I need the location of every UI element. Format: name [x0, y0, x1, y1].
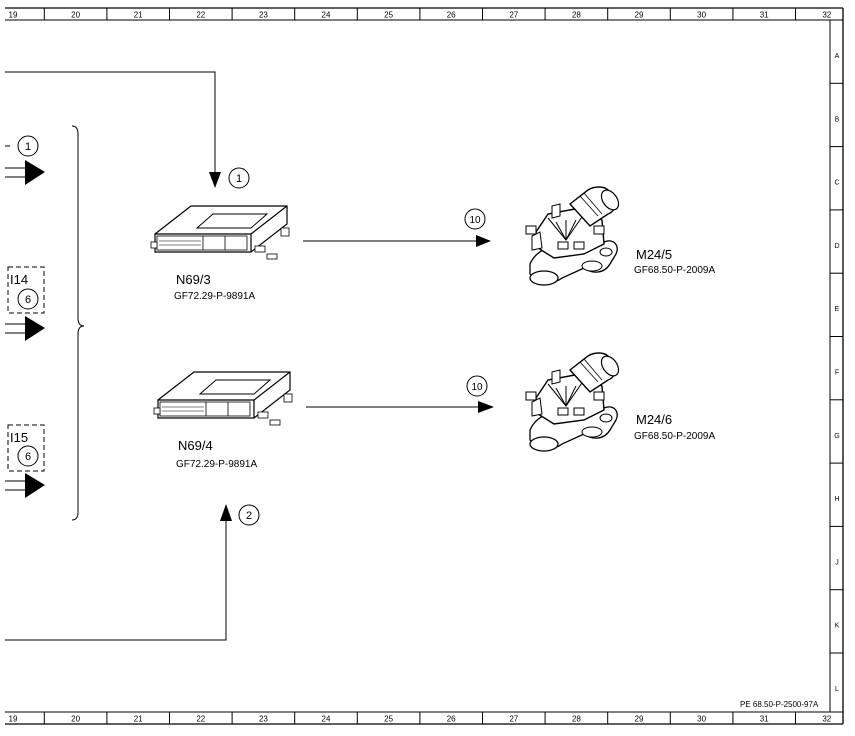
arrow-right-icon — [478, 401, 494, 413]
column-label: 29 — [635, 11, 644, 20]
wiper-motor-m24-6[interactable]: M24/6 GF68.50-P-2009A — [525, 352, 715, 452]
n69-3-input-callout: 1 — [228, 167, 250, 189]
sheet-frame — [5, 7, 844, 725]
n69-4-input-line: 2 — [5, 504, 260, 641]
column-label: 25 — [384, 11, 393, 20]
left-input-i14: I14 6 — [5, 266, 45, 341]
column-label: 28 — [572, 715, 581, 724]
column-label: 32 — [822, 715, 831, 724]
n69-3-id: N69/3 — [176, 272, 211, 287]
left-input-i15: I15 6 — [5, 424, 45, 498]
drawing-number: PE 68.50-P-2500-97A — [740, 700, 819, 709]
column-label: 20 — [71, 715, 80, 724]
arrow-right-icon — [476, 235, 491, 247]
i14-label: I14 — [10, 272, 28, 287]
wiper-motor-m24-5[interactable]: M24/5 GF68.50-P-2009A — [525, 186, 715, 286]
column-label: 24 — [322, 11, 331, 20]
column-label: 25 — [384, 715, 393, 724]
row-label: C — [834, 180, 839, 187]
column-label: 30 — [697, 11, 706, 20]
arrow-right-icon — [25, 316, 45, 341]
column-label: 22 — [196, 11, 205, 20]
left-wiring — [5, 71, 221, 521]
row-label: G — [834, 433, 839, 440]
arrow-down-icon — [209, 172, 221, 188]
column-label: 28 — [572, 11, 581, 20]
control-module-n69-3[interactable]: N69/3 GF72.29-P-9891A — [150, 205, 290, 302]
column-label: 23 — [259, 11, 268, 20]
row-label: A — [835, 53, 840, 60]
column-label: 19 — [9, 715, 18, 724]
row-ruler: A B C D E F G H J K L — [830, 53, 843, 693]
callout-n69-3-input: 1 — [236, 173, 242, 185]
row-label: L — [835, 686, 839, 693]
control-module-icon — [150, 205, 290, 260]
column-label: 22 — [196, 715, 205, 724]
column-label: 21 — [134, 715, 143, 724]
column-label: 23 — [259, 715, 268, 724]
m24-6-ref: GF68.50-P-2009A — [634, 431, 715, 442]
row-label: F — [835, 370, 839, 377]
callout-n69-4-input: 2 — [246, 510, 252, 522]
column-label: 26 — [447, 11, 456, 20]
column-label: 29 — [635, 715, 644, 724]
control-module-icon — [153, 371, 293, 426]
column-ruler-top: 19 20 21 22 23 24 25 26 27 28 29 30 31 32 — [9, 8, 832, 20]
column-label: 21 — [134, 11, 143, 20]
row-label: J — [835, 559, 839, 566]
n69-4-output-line: 10 — [306, 375, 494, 413]
column-label: 26 — [447, 715, 456, 724]
column-label: 32 — [822, 11, 831, 20]
arrow-up-icon — [220, 504, 232, 521]
n69-4-id: N69/4 — [178, 438, 213, 453]
control-module-n69-4[interactable]: N69/4 GF72.29-P-9891A — [153, 371, 293, 470]
wiper-motor-icon — [525, 186, 623, 286]
row-label: E — [835, 306, 840, 313]
column-ruler-bottom: 19 20 21 22 23 24 25 26 27 28 29 30 31 32 — [9, 712, 832, 724]
row-label: K — [835, 623, 840, 630]
column-label: 27 — [509, 11, 518, 20]
column-label: 31 — [760, 715, 769, 724]
column-label: 31 — [760, 11, 769, 20]
row-label: B — [835, 116, 840, 123]
arrow-right-icon — [25, 160, 45, 185]
i15-label: I15 — [10, 430, 28, 445]
column-label: 24 — [322, 715, 331, 724]
row-label: D — [834, 243, 839, 250]
wiper-motor-icon — [525, 352, 623, 452]
n69-4-ref: GF72.29-P-9891A — [176, 459, 257, 470]
callout-output-upper: 10 — [469, 215, 481, 226]
arrow-right-icon — [25, 473, 45, 498]
left-input-1: 1 — [5, 135, 45, 185]
m24-6-id: M24/6 — [636, 412, 672, 427]
m24-5-ref: GF68.50-P-2009A — [634, 265, 715, 276]
column-label: 19 — [9, 11, 18, 20]
column-label: 20 — [71, 11, 80, 20]
callout-output-lower: 10 — [471, 382, 483, 393]
column-label: 27 — [509, 715, 518, 724]
m24-5-id: M24/5 — [636, 247, 672, 262]
row-label: H — [834, 496, 839, 503]
n69-3-output-line: 10 — [303, 208, 491, 247]
callout-i15: 6 — [25, 451, 31, 463]
callout-left-top: 1 — [25, 141, 31, 153]
column-label: 30 — [697, 715, 706, 724]
n69-3-ref: GF72.29-P-9891A — [174, 291, 255, 302]
callout-i14: 6 — [25, 294, 31, 306]
